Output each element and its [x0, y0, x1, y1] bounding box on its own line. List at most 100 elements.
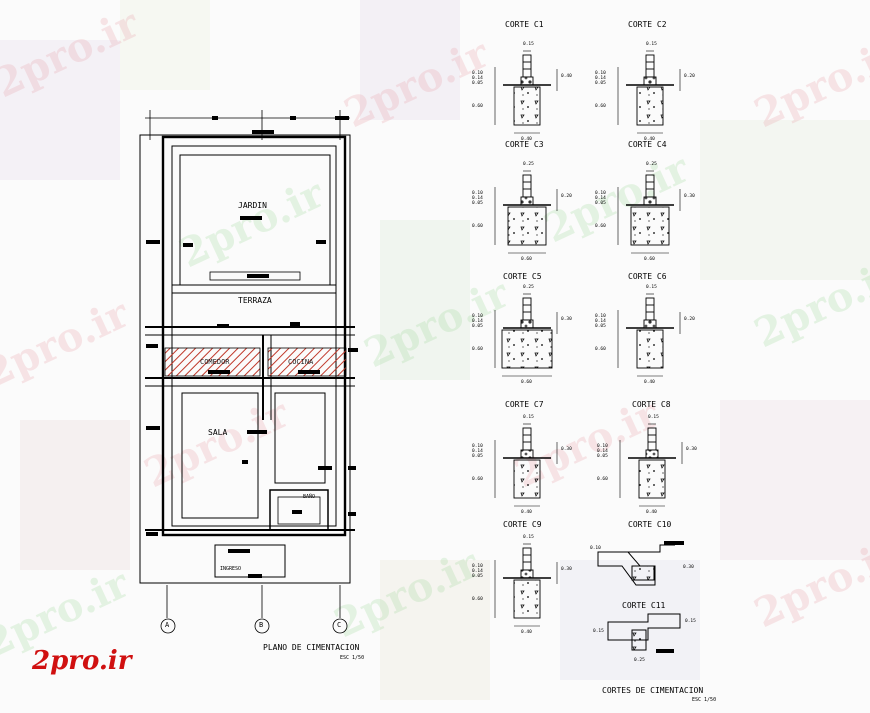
dimension-label: 0.30 [686, 446, 697, 452]
dimension-label: 0.20 [561, 193, 572, 199]
dimension-label: 0.10 [472, 313, 483, 319]
dimension-label: 0.60 [472, 596, 483, 602]
section-detail-c2: 0.150.100.140.050.200.600.40 [595, 41, 695, 142]
section-label-c1: CORTE C1 [505, 20, 544, 29]
dimension-label: 0.25 [523, 161, 534, 167]
dimension-label: 0.40 [646, 509, 657, 515]
dimension-label: 0.10 [595, 313, 606, 319]
sections-scale: ESC 1/50 [692, 697, 717, 703]
section-detail-c1: 0.15 0.100.140.05 0.40 0.60 0.40 [472, 41, 572, 142]
dimension-label: 0.25 [646, 161, 657, 167]
room-label-ingreso: INGRESO [220, 566, 242, 572]
dimension-label: 0.05 [472, 573, 483, 579]
dimension-label: 0.60 [595, 223, 606, 229]
dimension-label: 0.14 [472, 568, 483, 574]
dimension-label: 0.14 [595, 318, 606, 324]
room-label-comedor: COMEDOR [200, 358, 230, 366]
dimension-label: 0.10 [595, 70, 606, 76]
dimension-label: 0.25 [523, 284, 534, 290]
axis-label-c: C [337, 621, 342, 629]
dimension-label: 0.30 [561, 316, 572, 322]
dimension-label: 0.20 [684, 73, 695, 79]
section-label-c10: CORTE C10 [628, 520, 672, 529]
section-label-c2: CORTE C2 [628, 20, 667, 29]
dimension-label: 0.15 [523, 41, 534, 47]
room-label-bano: BAÑO [303, 494, 316, 500]
dimension-label: 0.60 [597, 476, 608, 482]
site-logo: 2pro.ir [32, 646, 132, 676]
dimension-label: 0.40 [644, 379, 655, 385]
dimension-label: 0.14 [472, 195, 483, 201]
dimension-label: 0.20 [684, 316, 695, 322]
dimension-label: 0.40 [644, 136, 655, 142]
dimension-label: 0.10 [472, 443, 483, 449]
dimension-label: 0.60 [644, 256, 655, 262]
dimension-label: 0.60 [595, 346, 606, 352]
dimension-label: 0.05 [472, 323, 483, 329]
dimension-label: 0.15 [646, 284, 657, 290]
dimension-label: 0.05 [597, 453, 608, 459]
dimension-label: 0.14 [597, 448, 608, 454]
room-label-jardin: JARDIN [238, 201, 267, 210]
dimension-label: 0.30 [684, 193, 695, 199]
dimension-label: 0.14 [595, 195, 606, 201]
dimension-label: 0.40 [521, 136, 532, 142]
section-detail-c7: 0.150.100.140.050.300.600.40 [472, 414, 572, 515]
dimension-label: 0.14 [472, 75, 483, 81]
dimension-label: 0.25 [634, 657, 645, 663]
plan-title: PLANO DE CIMENTACION [263, 643, 360, 652]
dimension-label: 0.60 [521, 256, 532, 262]
dimension-label: 0.10 [590, 545, 601, 551]
dimension-label: 0.15 [593, 628, 604, 634]
section-label-c4: CORTE C4 [628, 140, 667, 149]
dimension-label: 0.15 [523, 534, 534, 540]
section-detail-c8: 0.150.100.140.050.300.600.40 [597, 414, 697, 515]
room-label-cocina: COCINA [288, 358, 314, 366]
section-label-c11: CORTE C11 [622, 601, 666, 610]
dimension-label: 0.40 [521, 629, 532, 635]
room-label-sala: SALA [208, 428, 228, 437]
section-label-c7: CORTE C7 [505, 400, 544, 409]
dimension-label: 0.14 [472, 448, 483, 454]
dimension-label: 0.05 [472, 200, 483, 206]
dimension-label: 0.05 [472, 80, 483, 86]
dimension-label: 0.10 [472, 70, 483, 76]
dimension-label: 0.05 [595, 80, 606, 86]
dimension-label: 0.10 [597, 443, 608, 449]
sections-title: CORTES DE CIMENTACION [602, 686, 704, 695]
section-label-c6: CORTE C6 [628, 272, 667, 281]
section-detail-c11: 0.15 0.15 0.25 [593, 613, 696, 663]
section-detail-c3: 0.25 0.100.140.05 0.20 0.60 0.60 [472, 161, 572, 262]
dimension-label: 0.60 [472, 223, 483, 229]
dimension-label: 0.60 [521, 379, 532, 385]
section-label-c8: CORTE C8 [632, 400, 671, 409]
axis-label-b: B [259, 621, 264, 629]
section-detail-c6: 0.15 0.100.140.05 0.20 0.60 0.40 [595, 284, 695, 385]
dimension-label: 0.40 [521, 509, 532, 515]
section-label-c5: CORTE C5 [503, 272, 542, 281]
dimension-label: 0.10 [472, 563, 483, 569]
dimension-label: 0.14 [472, 318, 483, 324]
dimension-label: 0.05 [472, 453, 483, 459]
section-label-c9: CORTE C9 [503, 520, 542, 529]
dimension-label: 0.60 [472, 103, 483, 109]
dimension-label: 0.15 [646, 41, 657, 47]
dimension-label: 0.15 [685, 618, 696, 624]
dimension-label: 0.40 [561, 73, 572, 79]
dimension-label: 0.30 [683, 564, 694, 570]
section-detail-c10: 0.10 0.30 [590, 541, 694, 586]
dimension-label: 0.60 [472, 346, 483, 352]
dimension-label: 0.60 [595, 103, 606, 109]
section-detail-c5: 0.25 0.100.140.05 0.30 0.60 0.60 [472, 284, 572, 385]
section-label-c3: CORTE C3 [505, 140, 544, 149]
dimension-label: 0.10 [472, 190, 483, 196]
dimension-label: 0.05 [595, 323, 606, 329]
plan-scale: ESC 1/50 [340, 655, 365, 661]
dimension-label: 0.60 [472, 476, 483, 482]
dimension-label: 0.05 [595, 200, 606, 206]
section-detail-c9: 0.15 0.100.140.05 0.30 0.60 0.40 [472, 534, 572, 635]
room-label-terraza: TERRAZA [238, 296, 272, 305]
dimension-label: 0.30 [561, 566, 572, 572]
